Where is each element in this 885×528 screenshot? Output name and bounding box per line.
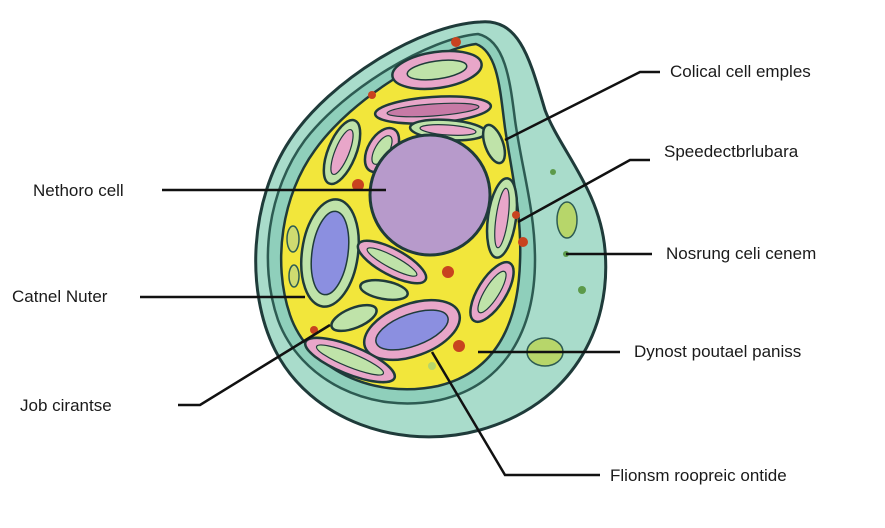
organelle-right-small	[481, 123, 507, 165]
label-top-right: Colical cell emples	[670, 62, 811, 81]
label-right-lower: Dynost poutael paniss	[634, 342, 802, 361]
label-left-lower: Job cirantse	[20, 396, 112, 415]
green-specks	[428, 169, 586, 370]
leader-lines	[140, 70, 660, 477]
label-right-middle: Nosrung celi cenem	[666, 244, 817, 263]
leader-bottom	[430, 351, 600, 477]
label-left-middle: Catnel Nuter	[12, 287, 108, 306]
leader-left-lower	[178, 323, 331, 407]
organelle-lower-left	[330, 303, 378, 333]
organelle-center-small	[359, 278, 409, 302]
label-bottom: Flionsm roopreic ontide	[610, 466, 787, 485]
granules	[310, 37, 528, 352]
leader-top-right	[504, 70, 660, 142]
leader-right-upper	[517, 158, 650, 224]
nucleus	[368, 133, 492, 257]
label-right-upper: Speedectbrlubara	[664, 142, 799, 161]
label-left-upper: Nethoro cell	[33, 181, 124, 200]
